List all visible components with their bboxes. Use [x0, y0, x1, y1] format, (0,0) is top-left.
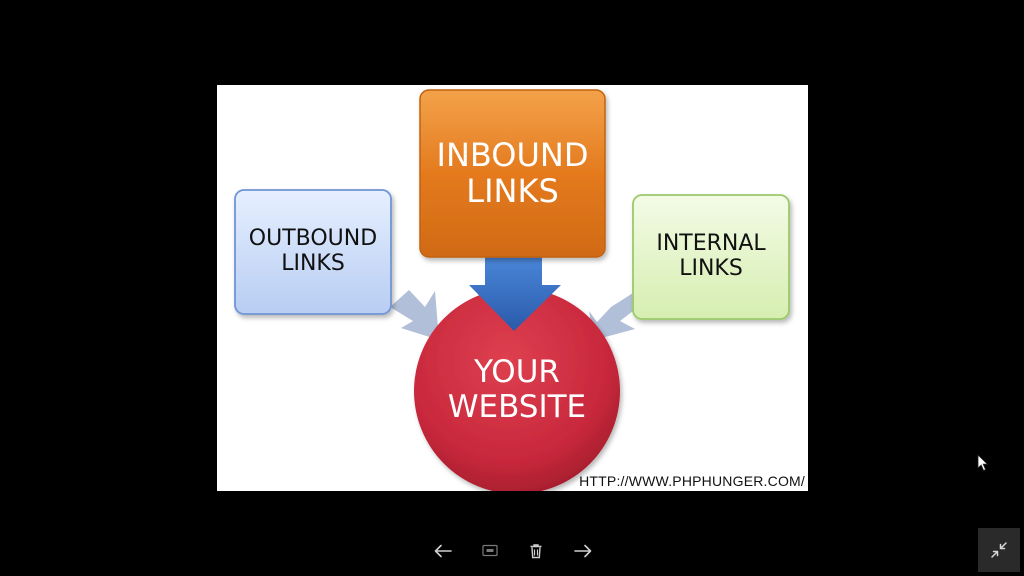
previous-button[interactable]: [428, 536, 458, 566]
trash-icon: [530, 544, 542, 559]
source-url: HTTP://WWW.PHPHUNGER.COM/: [579, 473, 805, 489]
internal-label: INTERNAL LINKS: [633, 195, 789, 319]
internal-arrow: [589, 293, 641, 340]
outbound-box: [234, 189, 392, 315]
diagram: [234, 89, 790, 491]
slideshow-icon: [482, 544, 498, 557]
exit-fullscreen-button[interactable]: [978, 528, 1020, 572]
inbound-box: [419, 89, 606, 258]
internal-box: [632, 194, 790, 320]
arrow-left-icon: [434, 544, 452, 558]
slideshow-toolbar: [428, 536, 598, 566]
mouse-cursor-icon: [977, 454, 989, 472]
center-line1: YOUR: [474, 354, 560, 391]
delete-button[interactable]: [521, 536, 551, 566]
arrow-right-icon: [574, 544, 592, 558]
internal-line2: LINKS: [679, 256, 743, 281]
outbound-line1: OUTBOUND: [248, 226, 378, 252]
slide: INBOUND LINKS OUTBOUND LINKS INTERNAL LI…: [217, 85, 808, 491]
center-line2: WEBSITE: [447, 389, 587, 425]
collapse-icon: [991, 542, 1007, 558]
outbound-arrow: [390, 290, 439, 340]
your-website-circle: [414, 288, 620, 491]
center-label: YOUR WEBSITE: [414, 335, 620, 445]
slideshow-button[interactable]: [475, 536, 505, 566]
internal-line1: INTERNAL: [656, 231, 766, 257]
inbound-label: INBOUND LINKS: [420, 90, 605, 257]
inbound-arrow: [469, 257, 561, 331]
outbound-line2: LINKS: [281, 251, 345, 276]
inbound-line1: INBOUND: [436, 135, 589, 174]
inbound-line2: LINKS: [466, 171, 559, 210]
next-button[interactable]: [568, 536, 598, 566]
outbound-label: OUTBOUND LINKS: [235, 190, 391, 314]
